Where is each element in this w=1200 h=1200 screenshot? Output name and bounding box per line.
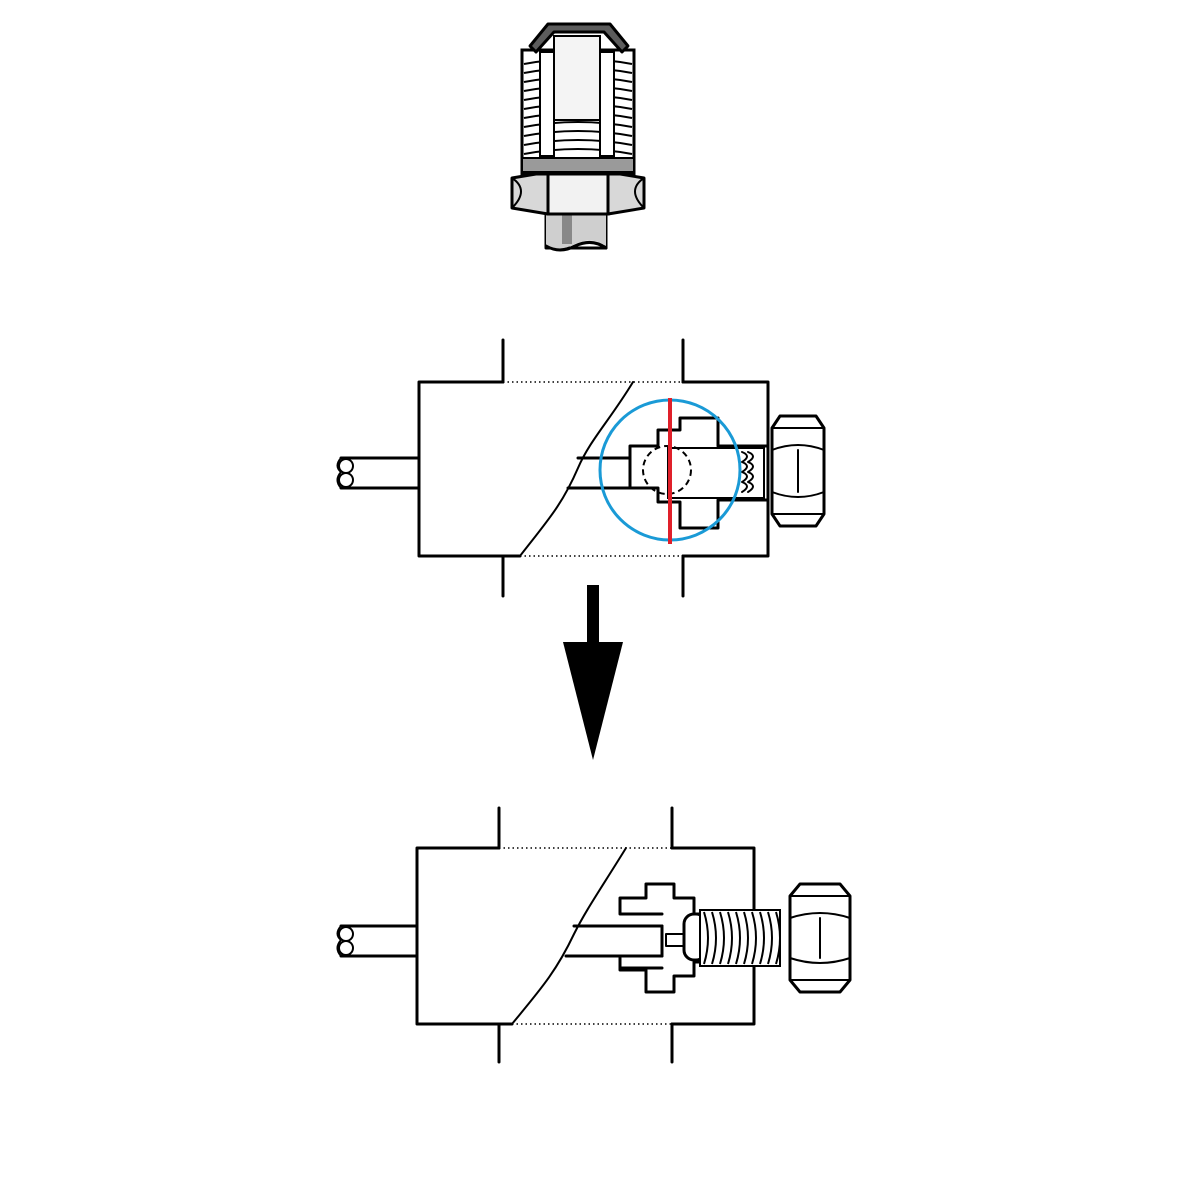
tool-body-right: [681, 380, 770, 558]
spring-coil: [767, 911, 773, 965]
thread-line: [523, 130, 633, 137]
hex-nut-icon: [788, 882, 852, 994]
shaft-shading: [562, 204, 572, 244]
spring-coil: [719, 911, 725, 965]
spring-coil: [735, 911, 741, 965]
rivet-head-flange: [528, 22, 630, 54]
before-setting-view: [336, 338, 826, 598]
after-setting-view: [336, 806, 852, 1064]
rivet-nut-icon: [510, 22, 646, 252]
hex-nut: [510, 170, 646, 216]
spring-coil: [775, 911, 781, 965]
thread-line: [523, 121, 633, 128]
cutaway-break-line: [519, 381, 634, 557]
mandrel-rod-left: [339, 456, 421, 490]
tool-body-left: [417, 380, 522, 558]
spring-coil: [727, 911, 733, 965]
rivet-nut-section: [628, 416, 770, 530]
spring-icon: [699, 909, 781, 967]
thread-line: [523, 148, 633, 155]
tool-body-left: [415, 846, 514, 1026]
rivet-nut-section: [618, 882, 756, 994]
hex-nut-icon: [770, 414, 826, 528]
spring-icon: [741, 451, 754, 493]
thread-line: [523, 139, 633, 146]
spring-coil: [751, 911, 757, 965]
cutaway-break-line: [511, 847, 627, 1025]
spring-coil: [743, 911, 749, 965]
down-arrow-icon: [563, 585, 623, 760]
spring-coil: [759, 911, 765, 965]
spring-coil: [703, 911, 709, 965]
detail-dashed-circle: [642, 445, 692, 495]
spring-coil: [711, 911, 717, 965]
mandrel-rod-left: [339, 924, 419, 958]
